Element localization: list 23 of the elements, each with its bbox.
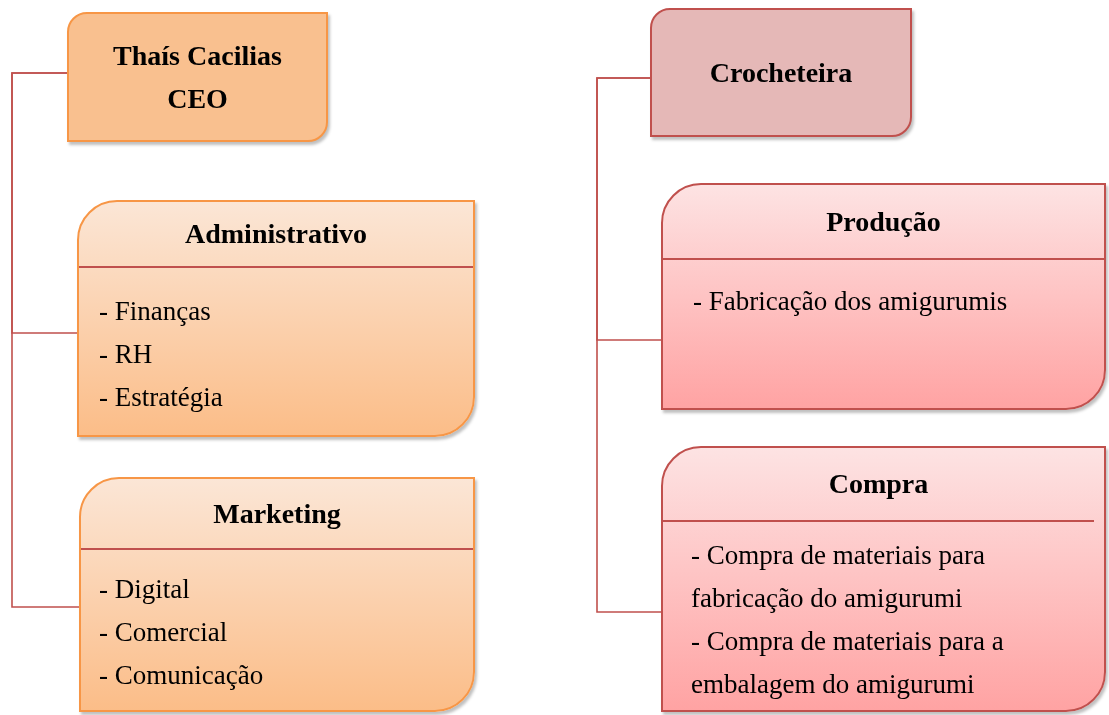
list-item: - Digital [99,573,191,606]
department-card [661,446,1106,712]
list-item: - Finanças [99,295,212,328]
card-title: Administrativo [79,202,473,268]
connector-line [11,72,80,608]
connector-line [596,77,662,613]
list-item: - Comercial [99,616,229,649]
card-title: Marketing [81,479,473,550]
title-box [650,8,912,137]
list-item: - Compra de materiais para a embalagem do amigurumi [691,625,1005,701]
title-text: Thaís Cacilias CEO [112,38,283,116]
department-card [79,477,475,712]
list-item: - RH [99,338,154,371]
department-card [661,183,1106,410]
department-card [77,200,475,437]
card-title: Produção [663,185,1104,260]
title-box [67,12,328,142]
list-item: - Estratégia [99,381,224,414]
title-text: Crocheteira [708,55,854,90]
list-item: - Fabricação dos amigurumis [693,285,1009,318]
card-title: Compra [663,448,1094,522]
list-item: - Comunicação [99,659,265,692]
list-item: - Compra de materiais para fabricação do amigurumi [691,539,986,615]
